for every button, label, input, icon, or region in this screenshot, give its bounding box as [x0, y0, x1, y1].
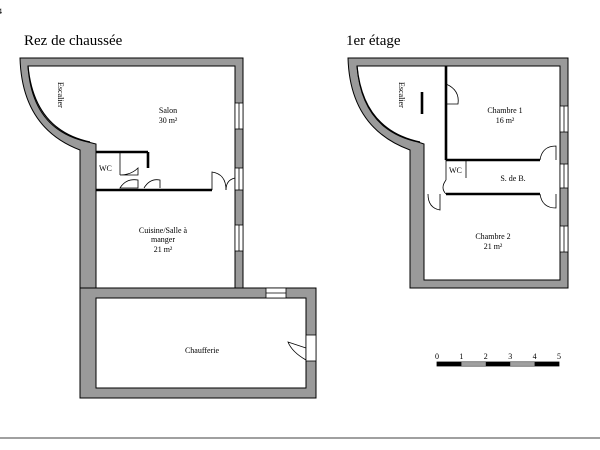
ground-boiler-label: Chaufferie — [185, 346, 220, 355]
ground-floor-lower-walls — [79, 287, 317, 399]
first-bathroom-label: S. de B. — [500, 174, 525, 183]
scale-tick-4: 4 — [533, 352, 537, 361]
scale-tick-0: 0 — [435, 352, 439, 361]
scale-bar: 0 1 2 3 4 5 — [435, 352, 561, 367]
ground-kitchen-line2: manger — [151, 235, 175, 244]
first-bedroom2-area: 21 m² — [484, 242, 503, 251]
ground-staircase-label: Escalier — [56, 82, 65, 108]
ground-kitchen-area: 21 m² — [154, 245, 173, 254]
first-bedroom2-name: Chambre 2 — [475, 232, 510, 241]
ground-boiler-door-opening — [305, 334, 317, 362]
ground-wc-door-3 — [143, 179, 161, 189]
ground-wc-label: WC — [99, 164, 112, 173]
ground-wc-door-2 — [119, 179, 139, 189]
scale-tick-5: 5 — [557, 352, 561, 361]
ground-salon-door-2 — [225, 177, 236, 191]
scale-tick-2: 2 — [484, 352, 488, 361]
ground-stair-curve — [27, 65, 91, 143]
ground-salon-door — [211, 171, 227, 191]
first-bedroom1-area: 16 m² — [496, 116, 515, 125]
first-floor-title: 1er étage — [346, 33, 401, 49]
ground-wc-door — [119, 167, 139, 176]
first-floor-plan: Escalier Chambre 1 16 m² WC S. de B. Cha… — [347, 57, 569, 289]
ground-kitchen-line1: Cuisine/Salle à — [139, 226, 188, 235]
first-staircase-label: Escalier — [397, 82, 406, 108]
ground-living-area: 30 m² — [159, 116, 178, 125]
ground-floor-title: Rez de chaussée — [24, 33, 123, 49]
ground-floor-plan: Escalier Salon 30 m² WC Cuisine/Salle à … — [19, 57, 317, 399]
first-wc-door-2 — [442, 179, 447, 195]
ground-boiler-door — [287, 341, 307, 361]
scale-tick-1: 1 — [459, 352, 463, 361]
first-stair-curve — [356, 65, 421, 143]
scale-tick-3: 3 — [508, 352, 512, 361]
first-bedroom1-door — [445, 83, 459, 105]
page-number: 54 — [0, 7, 2, 16]
first-wc-label: WC — [449, 166, 462, 175]
first-bedroom2-door — [539, 193, 557, 209]
first-bath-door — [539, 145, 557, 161]
first-wc-door — [427, 193, 441, 211]
first-bedroom1-name: Chambre 1 — [487, 106, 522, 115]
ground-living-name: Salon — [159, 106, 177, 115]
